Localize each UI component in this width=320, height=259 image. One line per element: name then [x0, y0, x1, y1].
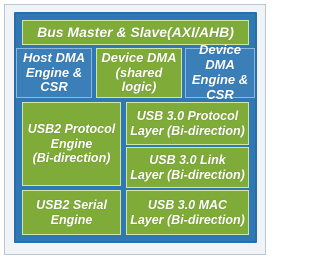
usb3-mac-label: USB 3.0 MAC Layer (Bi-direction): [130, 198, 245, 227]
device-dma-shared-label: Device DMA (shared logic): [101, 49, 177, 95]
usb2-protocol-block: USB2 Protocol Engine (Bi-direction): [22, 102, 121, 186]
bus-master-slave-block: Bus Master & Slave(AXI/AHB): [22, 20, 249, 45]
usb3-link-block: USB 3.0 Link Layer (Bi-direction): [126, 147, 249, 188]
usb2-protocol-label: USB2 Protocol Engine (Bi-direction): [27, 122, 116, 166]
bus-master-slave-label: Bus Master & Slave(AXI/AHB): [37, 24, 234, 41]
host-dma-label: Host DMA Engine & CSR: [22, 49, 86, 95]
usb2-serial-block: USB2 Serial Engine: [22, 190, 121, 235]
usb3-mac-block: USB 3.0 MAC Layer (Bi-direction): [126, 190, 249, 235]
host-dma-block: Host DMA Engine & CSR: [16, 48, 92, 98]
usb3-protocol-block: USB 3.0 Protocol Layer (Bi-direction): [126, 102, 249, 145]
usb-controller-block-diagram: Bus Master & Slave(AXI/AHB) Host DMA Eng…: [14, 12, 257, 243]
device-dma-engine-label: Device DMA Engine & CSR: [191, 42, 249, 102]
device-dma-engine-block: Device DMA Engine & CSR: [185, 42, 255, 102]
device-dma-shared-block: Device DMA (shared logic): [96, 48, 182, 98]
usb2-serial-label: USB2 Serial Engine: [36, 198, 107, 227]
usb3-link-label: USB 3.0 Link Layer (Bi-direction): [130, 153, 245, 182]
usb3-protocol-label: USB 3.0 Protocol Layer (Bi-direction): [130, 109, 245, 138]
